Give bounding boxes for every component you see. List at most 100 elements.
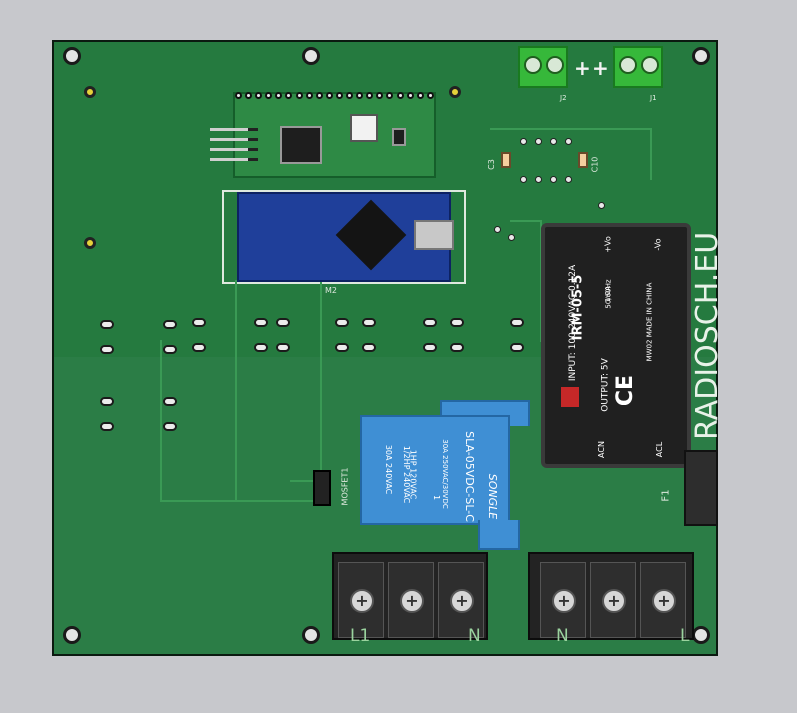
cap-c3-label: C3 [486,159,496,170]
via [535,176,542,183]
pad [100,397,114,406]
screw-icon [546,56,564,74]
screw-icon: + [552,589,576,613]
fuse-label: F1 [660,489,672,502]
relay-rating4: 30A 240VAC [384,444,394,495]
terminal-j2 [518,46,568,88]
potentiometer [350,114,378,142]
pad [362,318,376,327]
trace [290,280,322,482]
relay-bottom-tab [478,520,520,550]
screw-icon [641,56,659,74]
power-input: INPUT: 100-240VAC 0.12A [568,264,579,382]
power-pin-vo-minus: -Vo [653,238,663,251]
via [520,138,527,145]
screw-icon [619,56,637,74]
pad [100,320,114,329]
relay-pin: 1 [432,494,442,501]
via [494,226,501,233]
pad [335,318,349,327]
screw-icon: + [450,589,474,613]
gold-pad-3 [84,237,96,249]
screw-icon [524,56,542,74]
polarity-left: + [574,56,591,80]
pad [163,422,177,431]
power-pin-acn: ACN [596,441,606,458]
connector-left-label: J2 [560,94,567,102]
terminal-block-left: + + + [332,552,488,640]
power-output-current: 1.0A [603,286,612,302]
right-angle-header [210,128,258,168]
pad [335,343,349,352]
brand-text: RADIOSCH.EU [690,231,725,440]
via [535,138,542,145]
terminal-block-right: + + + [528,552,694,640]
capacitor-c3 [501,152,511,168]
pad [163,397,177,406]
pad [100,422,114,431]
terminal-label-n-left: N [468,626,481,646]
mounting-hole-bottom-left [63,626,81,644]
trace [160,340,282,502]
trace [222,190,466,284]
power-module-label-art [561,387,579,407]
via [508,234,515,241]
pad [423,343,437,352]
pad [100,345,114,354]
via [565,176,572,183]
mosfet-label: MOSFET1 [340,467,350,506]
gold-pad-2 [449,86,461,98]
pad [163,345,177,354]
cap-c10-label: C10 [590,156,600,173]
pad [450,343,464,352]
pad [510,343,524,352]
screw-icon: + [602,589,626,613]
mounting-hole-top-left [63,47,81,65]
pad [163,320,177,329]
capacitor-c10 [578,152,588,168]
pad [254,343,268,352]
pad [192,343,206,352]
via [550,176,557,183]
module-pin-row [235,92,434,106]
terminal-label-l: L [680,626,690,646]
pad [362,343,376,352]
pad [510,318,524,327]
usb-port [414,220,454,250]
relay [360,415,510,525]
pad [423,318,437,327]
screw-icon: + [400,589,424,613]
fuse-holder [684,450,718,526]
mosfet [313,470,331,506]
pad [192,318,206,327]
mounting-hole-top-mid [302,47,320,65]
relay-brand: SONGLE [486,473,500,520]
relay-model: SLA-05VDC-SL-C [462,431,476,522]
screw-icon: + [652,589,676,613]
terminal-label-n-right: N [556,626,569,646]
trace [490,128,652,180]
via [565,138,572,145]
pad [254,318,268,327]
pad [450,318,464,327]
pad [276,318,290,327]
polarity-right: + [592,56,609,80]
pad [276,343,290,352]
power-pin-acl: ACL [655,441,665,458]
module-label: M2 [325,286,337,295]
power-output: OUTPUT: 5V [600,358,611,412]
terminal-label-l1: L1 [350,626,371,646]
mounting-hole-top-right [692,47,710,65]
qfn-chip [280,126,322,164]
mounting-hole-bottom-mid [302,626,320,644]
via [550,138,557,145]
gold-pad-1 [84,86,96,98]
power-pin-vo-plus: +Vo [603,236,613,253]
via [598,202,605,209]
small-ic [392,128,406,146]
screw-icon: + [350,589,374,613]
mounting-hole-bottom-right [692,626,710,644]
power-made-in: MW02 MADE IN CHINA [645,282,654,362]
power-module [541,223,691,468]
connector-right-label: J1 [650,94,657,102]
